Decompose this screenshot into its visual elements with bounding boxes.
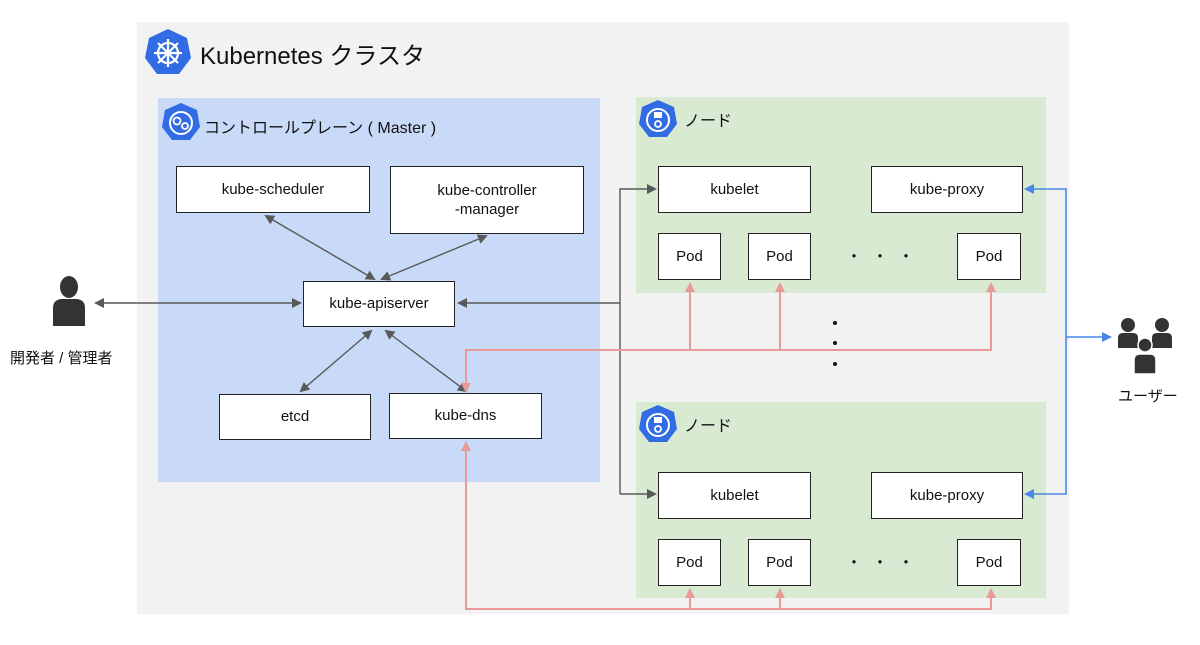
pod-box[interactable]: Pod <box>658 233 721 280</box>
control-plane-title: コントロールプレーン ( Master ) <box>204 120 437 137</box>
kube-scheduler-box[interactable]: kube-scheduler <box>176 166 370 213</box>
kube-controller-manager-label: kube-controller-manager <box>437 181 537 219</box>
node-title-1: ノード <box>684 113 733 130</box>
kube-apiserver-label: kube-apiserver <box>329 295 429 313</box>
edge-dns-pods-node2 <box>461 441 996 610</box>
kube-dns-box[interactable]: kube-dns <box>389 393 542 439</box>
edge-scheduler-apiserver <box>264 214 376 281</box>
edge-users-proxy <box>1024 184 1067 499</box>
node-title-2: ノード <box>684 418 733 435</box>
node-icon <box>639 100 677 137</box>
cluster-title: Kubernetes クラスタ <box>200 43 425 70</box>
admin-label: 開発者 / 管理者 <box>10 350 113 367</box>
kubelet-box-1[interactable]: kubelet <box>658 166 811 213</box>
pod-label: Pod <box>766 247 793 265</box>
ellipsis: ・・・ <box>846 249 925 266</box>
control-plane-icon <box>162 103 200 140</box>
users-label: ユーザー <box>1118 388 1178 405</box>
etcd-box[interactable]: etcd <box>219 394 371 440</box>
kube-proxy-label: kube-proxy <box>909 180 985 198</box>
edge-bus-kubelet-1 <box>619 184 657 494</box>
pod-box[interactable]: Pod <box>957 233 1021 280</box>
kube-dns-label: kube-dns <box>434 407 497 425</box>
kube-controller-manager-box[interactable]: kube-controller-manager <box>390 166 584 234</box>
kubernetes-logo-icon <box>145 29 191 74</box>
node-icon <box>639 405 677 442</box>
person-icon <box>53 276 85 326</box>
kubelet-label: kubelet <box>710 180 759 198</box>
kube-proxy-box-1[interactable]: kube-proxy <box>871 166 1023 213</box>
edge-dns-pods-node1 <box>461 282 996 393</box>
edge-apiserver-etcd <box>299 329 373 393</box>
pod-box[interactable]: Pod <box>748 233 811 280</box>
etcd-label: etcd <box>280 408 310 426</box>
pod-label: Pod <box>975 247 1003 265</box>
users-group-icon <box>1118 318 1172 374</box>
kube-scheduler-label: kube-scheduler <box>221 180 325 198</box>
kube-apiserver-box[interactable]: kube-apiserver <box>303 281 455 327</box>
edge-controller-apiserver <box>380 234 488 281</box>
edge-apiserver-dns <box>384 329 468 393</box>
pod-label: Pod <box>676 247 703 265</box>
